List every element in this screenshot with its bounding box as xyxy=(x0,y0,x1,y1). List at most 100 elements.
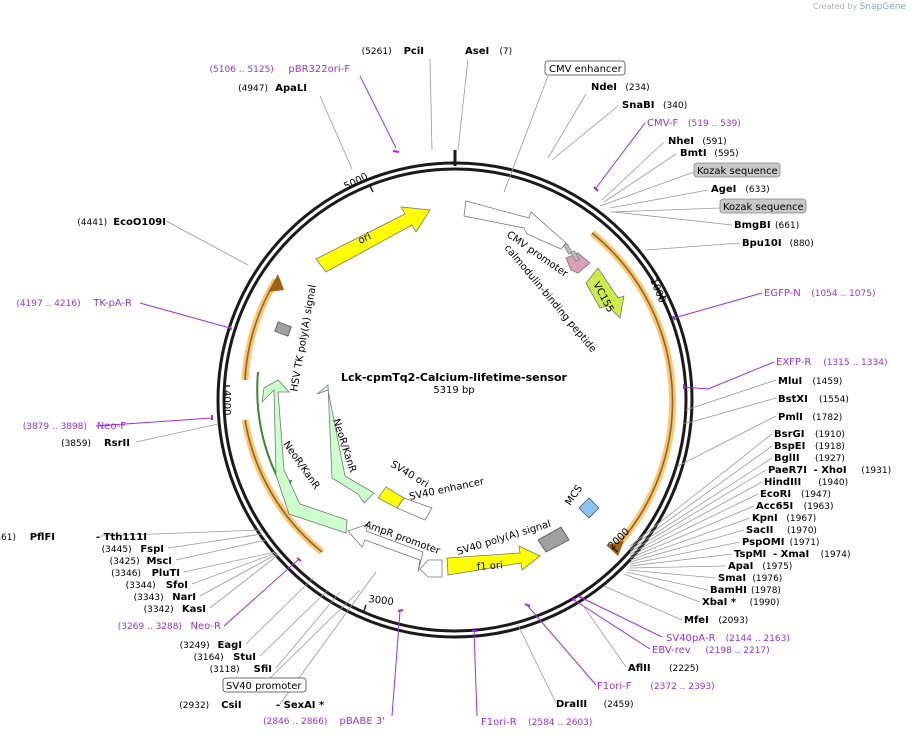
site-name: XbaI * xyxy=(702,597,737,608)
site-name: FspI xyxy=(140,544,164,555)
site-name: AseI xyxy=(465,46,489,57)
kozak-mark-1 xyxy=(563,243,573,255)
site-name: SmaI xyxy=(718,573,746,584)
site-position: (5261) xyxy=(362,47,392,57)
site-name: BspEI xyxy=(774,441,805,452)
site-position: (3445) xyxy=(102,545,132,555)
vc155-feature xyxy=(585,267,625,319)
primer-pbr322ori-f: pBR322ori-F(5106 .. 5125) xyxy=(210,64,351,75)
site-position: (3461) xyxy=(0,533,16,543)
box-kozak-2 xyxy=(719,198,807,214)
site-name: SnaBI xyxy=(622,100,654,111)
box-label-kozak-1: Kozak sequence xyxy=(697,166,778,177)
backbone-inner xyxy=(222,167,688,633)
primer-range: (3879 .. 3898) xyxy=(23,422,87,432)
orf-arrow-right xyxy=(591,232,674,549)
leader-cmvf xyxy=(595,122,646,189)
site-position: (2225) xyxy=(669,664,699,674)
primer-tk-pa-r: TK-pA-R (4197 .. 4216) xyxy=(16,298,132,309)
leader-sfoi xyxy=(191,552,277,585)
site-msci: MscI(3425) xyxy=(110,556,172,567)
site-bglii: BglII(1927) xyxy=(774,453,845,464)
site-paer7i: PaeR7I- XhoI(1931) xyxy=(768,465,891,476)
leader-stui xyxy=(259,589,329,657)
site-position: (3859) xyxy=(61,439,91,449)
site-position: (1947) xyxy=(801,490,831,500)
site-name: PaeR7I xyxy=(768,465,807,476)
primer-name: F1ori-R xyxy=(481,717,517,728)
leader-apai xyxy=(629,565,727,569)
primer-labels: pBR322ori-F(5106 .. 5125)CMV-F(519 .. 53… xyxy=(16,64,887,728)
primer-neo-f: Neo-F(3879 .. 3898) xyxy=(23,421,127,432)
leader-sacii xyxy=(629,529,745,563)
primer-name: TK-pA-R xyxy=(92,298,132,309)
primer-range: (4197 .. 4216) xyxy=(16,299,80,309)
site-position: (595) xyxy=(714,149,738,159)
leader-eagi xyxy=(245,577,314,645)
hsv-tk-marker xyxy=(274,321,292,337)
site-name: EcoO109I xyxy=(113,217,166,228)
leader-egfpn xyxy=(673,292,763,319)
site-name: ApaI xyxy=(728,561,753,572)
leader-nari xyxy=(199,553,278,597)
site-name: BmtI xyxy=(680,148,707,159)
leader-pflfi xyxy=(99,529,263,537)
leader-exfpr xyxy=(683,361,775,390)
box-label-cmv-enhancer: CMV enhancer xyxy=(549,64,623,75)
site-position: (3425) xyxy=(110,557,140,567)
mcs-feature xyxy=(578,497,600,519)
site-ecori: EcoRI(1947) xyxy=(760,489,831,500)
site-name: SfoI xyxy=(166,580,188,591)
orf-arrowhead-left-top xyxy=(268,274,284,292)
primer-name: SV40pA-R xyxy=(666,633,715,644)
site-position: (234) xyxy=(625,83,649,93)
site-position: (1940) xyxy=(818,478,848,488)
site-bsrgi: BsrGI(1910) xyxy=(774,429,845,440)
neo-feature-outer xyxy=(261,379,348,534)
site-aflii: AflII(2225) xyxy=(628,663,699,674)
site-name-2: - SexAI * xyxy=(276,700,325,711)
site-name: NarI xyxy=(172,592,196,603)
primer-name: pBABE 3' xyxy=(339,716,385,727)
primer-f1ori-r: F1ori-R(2584 .. 2603) xyxy=(481,717,592,728)
site-csii: - SexAI *CsiI(2932) xyxy=(179,700,325,711)
site-name: KasI xyxy=(182,604,206,615)
ampr-promoter-feature-small xyxy=(419,559,443,578)
site-ecoo109i: EcoO109I (4441) xyxy=(77,217,166,228)
site-name-2: - XmaI xyxy=(773,549,809,560)
site-position: (7) xyxy=(499,47,512,57)
sv40-polya-feature xyxy=(537,526,570,553)
site-position: (4441) xyxy=(77,218,107,228)
site-position: (1967) xyxy=(786,514,816,524)
site-name: SfiI xyxy=(254,664,272,675)
leader-ndei xyxy=(547,93,587,159)
leader-neof xyxy=(95,417,213,427)
leader-asei xyxy=(457,58,469,151)
leader-bamhi xyxy=(625,571,709,591)
site-position: (3342) xyxy=(144,605,174,615)
kozak-mark-2 xyxy=(570,250,580,262)
leader-f1orif xyxy=(526,604,597,686)
ori-feature xyxy=(315,206,431,273)
plasmid-name: Lck-cpmTq2-Calcium-lifetime-sensor xyxy=(341,371,568,384)
site-position: (1459) xyxy=(812,377,842,387)
site-acc65i: Acc65I(1963) xyxy=(756,501,834,512)
leader-sv40par xyxy=(579,596,663,638)
tick-label-3000: 3000 xyxy=(368,594,395,608)
primer-range: (2372 .. 2393) xyxy=(650,682,714,692)
primer-range: (2846 .. 2866) xyxy=(263,717,327,727)
primer-range: (2198 .. 2217) xyxy=(705,646,769,656)
site-name: BamHI xyxy=(710,585,747,596)
leader-pbabe xyxy=(391,610,401,717)
site-tspmi: TspMI- XmaI(1974) xyxy=(734,549,851,560)
leader-rsrii xyxy=(135,423,219,443)
site-kasi: KasI (3342) xyxy=(144,604,206,615)
box-kozak-1 xyxy=(693,162,781,178)
box-label-kozak-2: Kozak sequence xyxy=(723,202,804,213)
leader-mlui xyxy=(685,379,777,411)
leader-kpni xyxy=(629,517,751,561)
site-name: BmgBI xyxy=(734,220,771,231)
leader-cmv-enh xyxy=(503,75,549,193)
site-position: (591) xyxy=(702,137,726,147)
